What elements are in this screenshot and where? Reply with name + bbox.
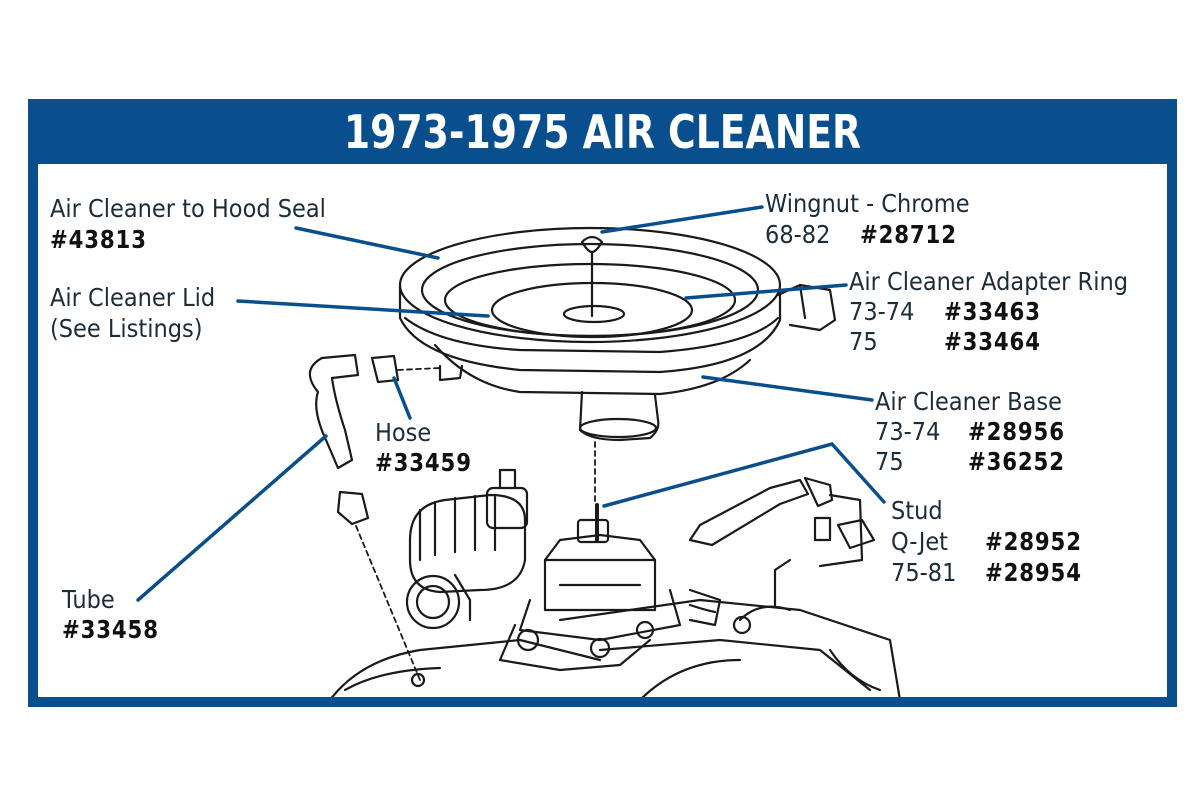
leader-stud: [602, 442, 886, 508]
stud-year-2: 75-81: [891, 558, 957, 587]
adapter-ring-part-1: #33463: [944, 297, 1041, 326]
leader-lines: [136, 205, 886, 602]
lid-note: (See Listings): [50, 314, 203, 343]
assembly-guides: [355, 367, 596, 681]
hood-seal-label: Air Cleaner to Hood Seal: [50, 194, 326, 223]
lid-label: Air Cleaner Lid: [50, 283, 216, 312]
hose-part-number: #33459: [375, 448, 472, 477]
wingnut-year: 68-82: [765, 220, 831, 249]
adapter-ring-part-2: #33464: [944, 327, 1041, 356]
leader-hood-seal: [294, 226, 440, 260]
hose-label: Hose: [375, 418, 432, 447]
stud-label: Stud: [891, 496, 943, 525]
adapter-ring-year-2: 75: [849, 327, 878, 356]
adapter-ring-year-1: 73-74: [849, 297, 915, 326]
carburetor-drawing: [498, 518, 722, 672]
distributor-drawing: [405, 468, 529, 630]
hood-seal-part-number: #43813: [50, 225, 147, 254]
base-year-1: 73-74: [875, 417, 941, 446]
pcv-hose-drawing: [308, 353, 876, 607]
leader-base: [701, 375, 874, 402]
adapter-ring-label: Air Cleaner Adapter Ring: [849, 267, 1128, 296]
base-part-2: #36252: [968, 447, 1065, 476]
tube-part-number: #33458: [62, 615, 159, 644]
stud-part-2: #28954: [985, 558, 1082, 587]
engine-block-drawing: [331, 598, 901, 697]
stud-year-1: Q-Jet: [891, 527, 949, 556]
wingnut-label: Wingnut - Chrome: [765, 189, 970, 218]
leader-adapter-ring: [684, 283, 848, 300]
base-label: Air Cleaner Base: [875, 387, 1062, 416]
diagram-panel: [38, 164, 1167, 697]
base-part-1: #28956: [968, 417, 1065, 446]
diagram-title: 1973-1975 AIR CLEANER: [343, 104, 862, 159]
wingnut-part-number: #28712: [860, 220, 957, 249]
air-cleaner-drawing: [398, 226, 837, 442]
leader-wingnut: [600, 205, 764, 234]
stud-part-1: #28952: [985, 527, 1082, 556]
leader-hose: [392, 376, 412, 420]
base-year-2: 75: [875, 447, 904, 476]
leader-tube: [136, 434, 328, 602]
leader-lid: [236, 299, 490, 318]
tube-label: Tube: [62, 585, 115, 614]
